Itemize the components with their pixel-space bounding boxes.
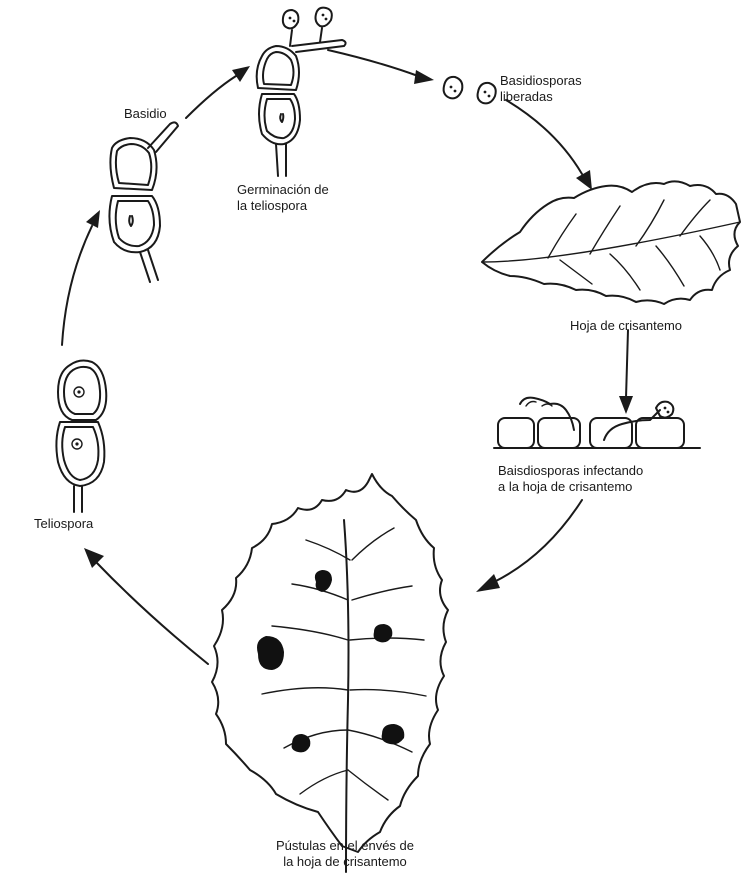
label-germination: Germinación de la teliospora [237, 182, 329, 214]
arrow-basidio-to-germination [186, 76, 236, 118]
arrow-teliospora-to-basidio [62, 226, 92, 345]
teliospora-figure [56, 361, 106, 512]
label-basidio: Basidio [124, 106, 167, 122]
arrow-leaf-to-infection [626, 330, 628, 398]
arrowhead-right-icon [414, 70, 434, 84]
chrysanthemum-leaf-figure [482, 181, 740, 304]
arrowhead-down-left-icon [476, 574, 500, 592]
label-pustules: Pústulas en el envés de la hoja de crisa… [250, 838, 440, 870]
label-released-basidiospores: Basidiosporas liberadas [500, 73, 582, 105]
released-basidiospores-figure [444, 77, 496, 103]
germinating-teliospora-figure [257, 8, 346, 176]
label-chrysanthemum-leaf: Hoja de crisantemo [570, 318, 682, 334]
arrow-pustules-to-teliospora [96, 562, 208, 664]
arrow-infection-to-pustules [494, 500, 582, 582]
arrowhead-up-left-icon [86, 210, 100, 228]
pustule-leaf-figure [212, 474, 448, 872]
arrow-germination-to-spores [328, 50, 418, 76]
label-teliospora: Teliospora [34, 516, 93, 532]
arrow-spores-to-leaf [506, 100, 582, 174]
arrowhead-down-right-icon [576, 170, 592, 190]
infecting-basidiospores-figure [494, 398, 700, 448]
arrowhead-up-left-2-icon [84, 548, 104, 568]
basidio-figure [109, 122, 178, 282]
label-infecting-basidiospores: Baisdiosporas infectando a la hoja de cr… [498, 463, 643, 495]
arrowhead-down-icon [619, 396, 633, 414]
arrowhead-up-right-icon [232, 66, 250, 82]
